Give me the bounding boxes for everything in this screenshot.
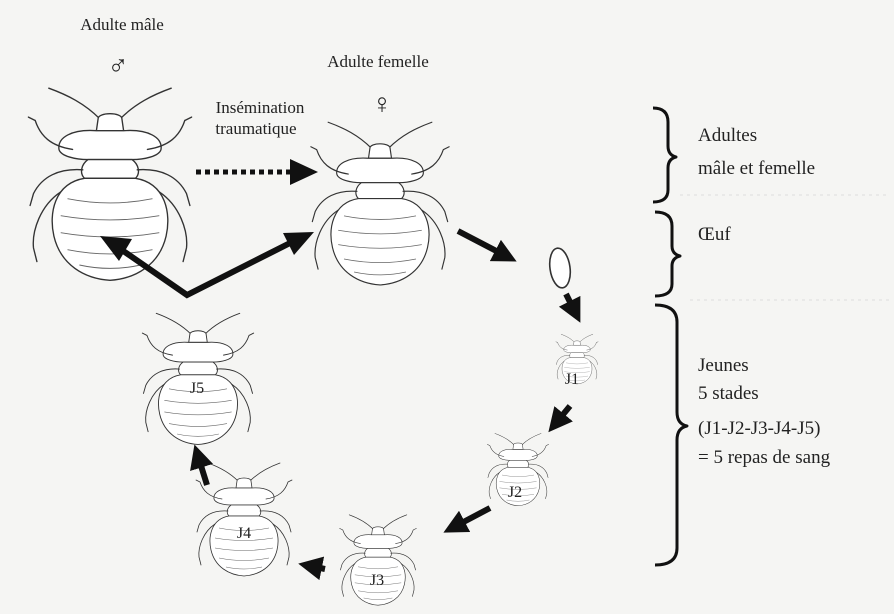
insemination-label-line2: traumatique [215, 119, 296, 138]
legend-young-line1: Jeunes [698, 355, 749, 376]
legend-adults-line2: mâle et femelle [698, 158, 815, 179]
egg-shape [547, 247, 572, 289]
stage-j5-label: J5 [190, 380, 204, 397]
arrow-j3-to-j4 [310, 566, 325, 569]
adult-female-bug [311, 122, 449, 285]
female-symbol: ♀ [372, 89, 393, 120]
legend-egg: Œuf [698, 224, 731, 245]
legend-young-line4: = 5 repas de sang [698, 447, 831, 468]
legend-young-line3: (J1-J2-J3-J4-J5) [698, 418, 820, 439]
nymph-j4-bug [196, 463, 292, 576]
brace-young [655, 305, 687, 565]
stage-j1-label: J1 [565, 371, 579, 388]
stage-j4-label: J4 [237, 525, 251, 542]
legend-young-line2: 5 stades [698, 383, 759, 404]
arrow-j4-to-j5 [198, 456, 207, 485]
brace-egg [655, 212, 680, 296]
arrow-egg-to-j1 [566, 294, 575, 312]
arrow-female-to-egg [458, 231, 506, 256]
insemination-label-line1: Insémination [216, 98, 305, 117]
female-title: Adulte femelle [327, 52, 429, 71]
adult-male-bug [28, 88, 191, 280]
stage-j2-label: J2 [508, 484, 522, 501]
male-symbol: ♂ [108, 51, 129, 82]
nymph-j5-bug [142, 313, 253, 444]
nymph-j3-bug [340, 515, 417, 605]
arrow-j2-to-j3 [454, 508, 490, 527]
legend-adults-line1: Adultes [698, 125, 757, 146]
insemination-arrow-head [290, 159, 318, 185]
brace-adults [653, 108, 676, 202]
arrow-j1-to-j2 [556, 406, 570, 423]
male-title: Adulte mâle [80, 15, 164, 34]
stage-j3-label: J3 [370, 572, 384, 589]
